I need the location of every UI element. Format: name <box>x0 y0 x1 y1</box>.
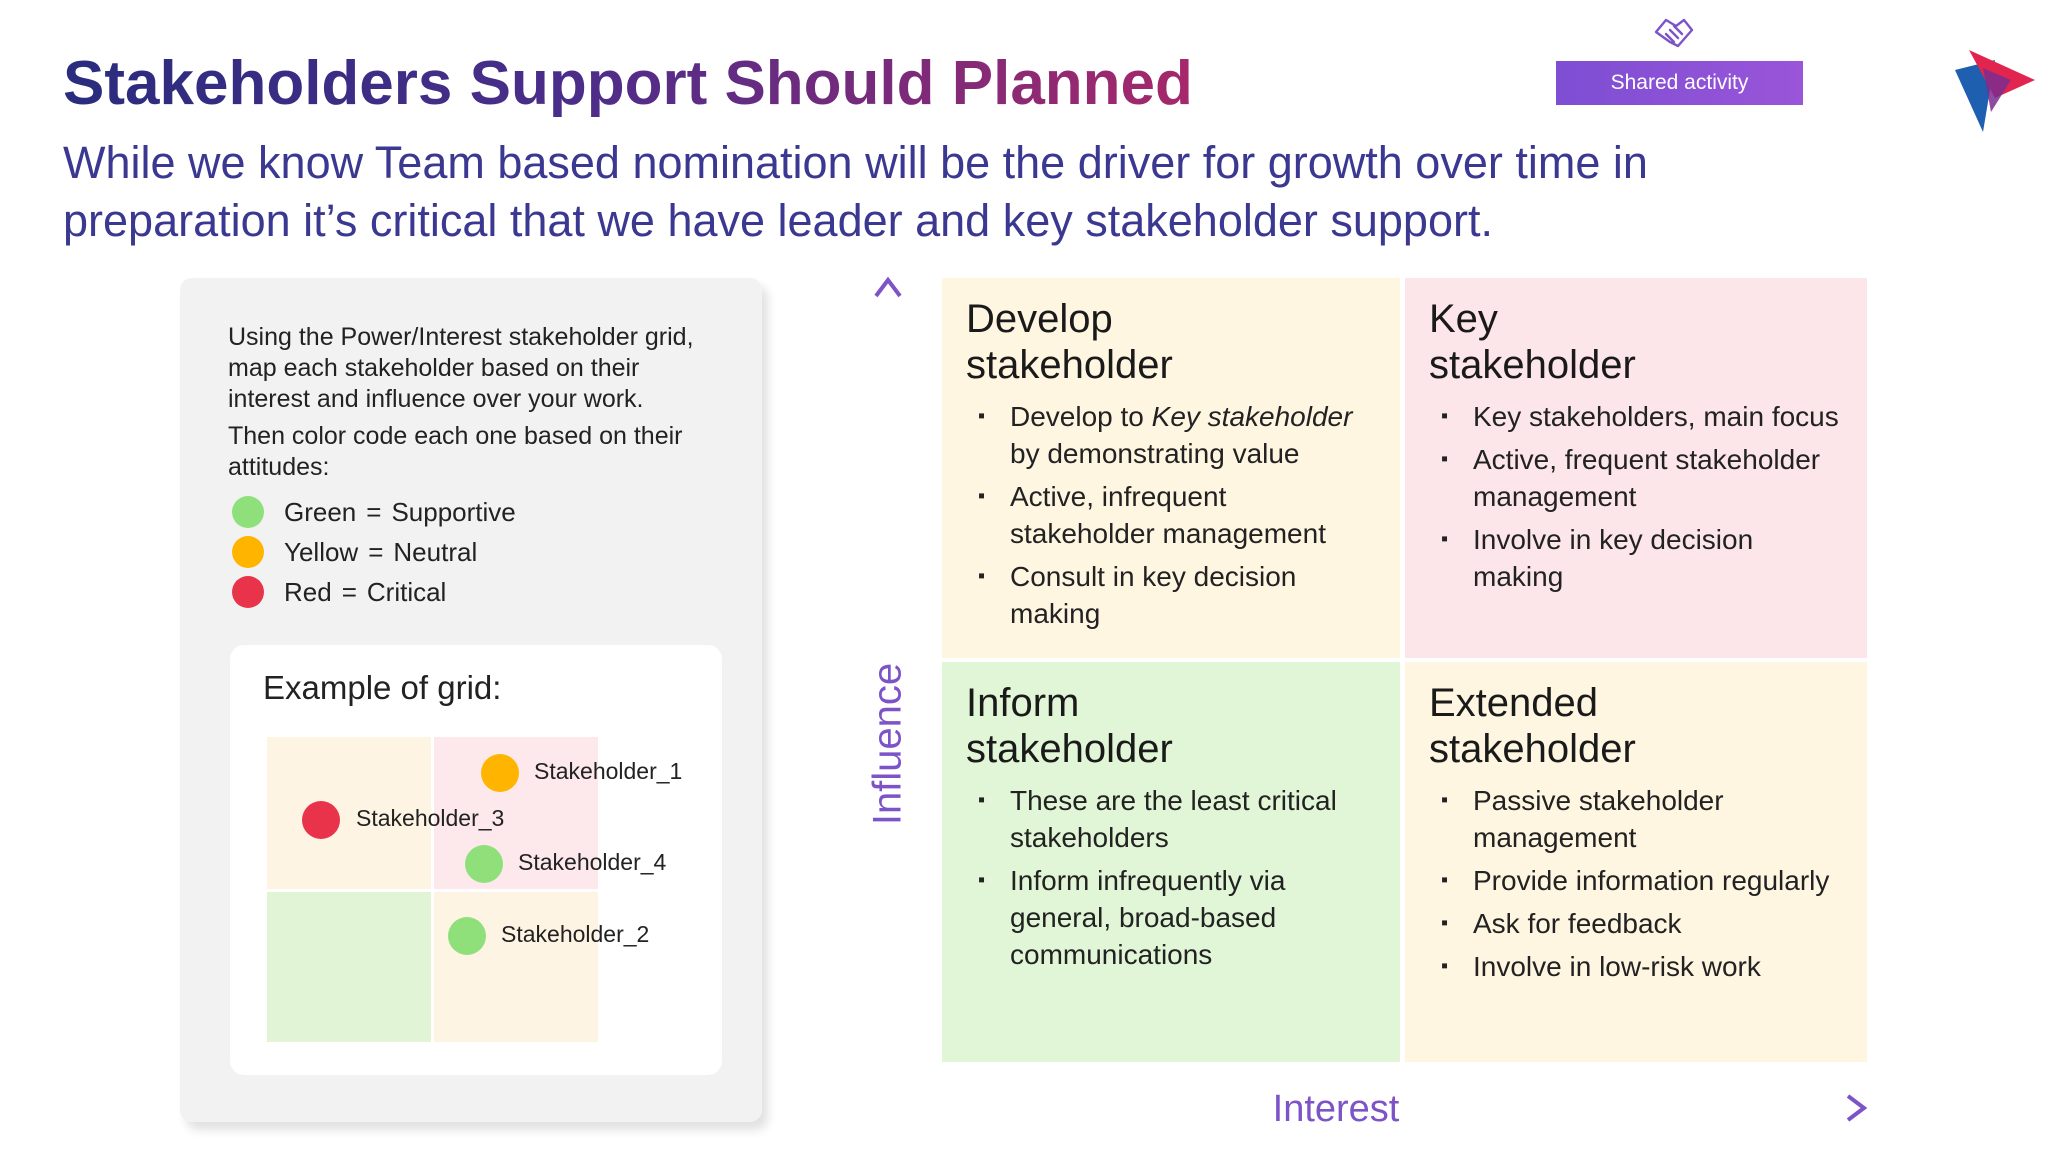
bullet-emphasis: Key stakeholder <box>1151 401 1353 432</box>
instructions-card: Using the Power/Interest stakeholder gri… <box>180 278 762 1122</box>
brand-logo <box>1955 50 2035 132</box>
quadrant-extended: Extended stakeholder Passive stakeholder… <box>1405 662 1867 1062</box>
interest-axis-label: Interest <box>1262 1088 1410 1131</box>
legend-item-red: Red = Critical <box>232 572 516 612</box>
legend-equals: = <box>368 536 384 567</box>
quadrant-bullets: Develop to Key stakeholder by demonstrat… <box>966 398 1376 632</box>
mini-quadrant-develop <box>267 737 431 889</box>
yellow-dot-icon <box>232 536 264 568</box>
quadrant-title-line2: stakeholder <box>966 343 1173 387</box>
x-axis-arrowhead <box>1846 1094 1868 1122</box>
stakeholder-label: Stakeholder_2 <box>501 921 650 947</box>
quadrant-key: Key stakeholder Key stakeholders, main f… <box>1405 278 1867 658</box>
instructions-text: Using the Power/Interest stakeholder gri… <box>228 322 728 489</box>
quadrant-title: Extended stakeholder <box>1429 680 1843 772</box>
slide-subtitle: While we know Team based nomination will… <box>63 137 1648 246</box>
stakeholder-dot-red <box>302 801 340 839</box>
bullet-item: Involve in key decision making <box>1441 521 1843 595</box>
bullet-item: Involve in low-risk work <box>1441 948 1843 985</box>
bullet-item: Active, infrequent stakeholder managemen… <box>978 478 1376 552</box>
stakeholder-label: Stakeholder_4 <box>518 849 667 875</box>
legend-color-name: Red <box>284 576 332 607</box>
stakeholder-dot-yellow <box>481 754 519 792</box>
legend-color-name: Yellow <box>284 536 359 567</box>
legend-meaning: Supportive <box>391 496 516 527</box>
quadrant-bullets: Key stakeholders, main focus Active, fre… <box>1429 398 1843 595</box>
quadrant-title: Develop stakeholder <box>966 296 1376 388</box>
example-grid-card: Example of grid: Stakeholder_1 Stakehold… <box>230 645 722 1075</box>
instructions-paragraph-1: Using the Power/Interest stakeholder gri… <box>228 323 694 413</box>
stakeholder-label: Stakeholder_1 <box>534 758 683 784</box>
green-dot-icon <box>232 496 264 528</box>
mini-quadrant-inform <box>267 892 431 1042</box>
legend-color-name: Green <box>284 496 357 527</box>
stakeholder-dot-green <box>448 917 486 955</box>
quadrant-bullets: These are the least critical stakeholder… <box>966 782 1376 973</box>
red-dot-icon <box>232 576 264 608</box>
quadrant-title: Inform stakeholder <box>966 680 1376 772</box>
bullet-item: Ask for feedback <box>1441 905 1843 942</box>
example-grid-title: Example of grid: <box>263 669 502 706</box>
influence-axis-label: Influence <box>865 648 911 840</box>
slide-title: Stakeholders Support Should Planned <box>63 49 1193 118</box>
quadrant-title-line1: Inform <box>966 681 1080 725</box>
quadrant-develop: Develop stakeholder Develop to Key stake… <box>942 278 1400 658</box>
bullet-text: Develop to <box>1010 401 1152 432</box>
legend-meaning: Neutral <box>393 536 478 567</box>
quadrant-title-line2: stakeholder <box>1429 343 1636 387</box>
attitude-legend: Green = Supportive Yellow = Neutral Red … <box>232 492 516 612</box>
quadrant-title-line2: stakeholder <box>1429 727 1636 771</box>
legend-item-green: Green = Supportive <box>232 492 516 532</box>
legend-equals: = <box>341 576 357 607</box>
quadrant-title-line2: stakeholder <box>966 727 1173 771</box>
legend-item-yellow: Yellow = Neutral <box>232 532 516 572</box>
stakeholder-dot-green <box>465 845 503 883</box>
legend-equals: = <box>366 496 382 527</box>
bullet-item: These are the least critical stakeholder… <box>978 782 1376 856</box>
quadrant-inform: Inform stakeholder These are the least c… <box>942 662 1400 1062</box>
quadrant-title: Key stakeholder <box>1429 296 1843 388</box>
bullet-item: Active, frequent stakeholder management <box>1441 441 1843 515</box>
bullet-item: Develop to Key stakeholder by demonstrat… <box>978 398 1376 472</box>
quadrant-title-line1: Develop <box>966 297 1113 341</box>
instructions-paragraph-2: Then color code each one based on their … <box>228 422 683 481</box>
shared-activity-badge: Shared activity <box>1556 61 1803 105</box>
handshake-icon <box>1654 18 1694 48</box>
quadrant-title-line1: Key <box>1429 297 1498 341</box>
stakeholder-label: Stakeholder_3 <box>356 805 505 831</box>
quadrant-title-line1: Extended <box>1429 681 1599 725</box>
legend-meaning: Critical <box>366 576 447 607</box>
bullet-item: Key stakeholders, main focus <box>1441 398 1843 435</box>
y-axis-arrowhead <box>874 276 902 298</box>
quadrant-bullets: Passive stakeholder management Provide i… <box>1429 782 1843 985</box>
bullet-item: Inform infrequently via general, broad-b… <box>978 862 1376 973</box>
bullet-item: Consult in key decision making <box>978 558 1376 632</box>
bullet-item: Passive stakeholder management <box>1441 782 1843 856</box>
bullet-text: by demonstrating value <box>1010 438 1300 469</box>
bullet-item: Provide information regularly <box>1441 862 1843 899</box>
